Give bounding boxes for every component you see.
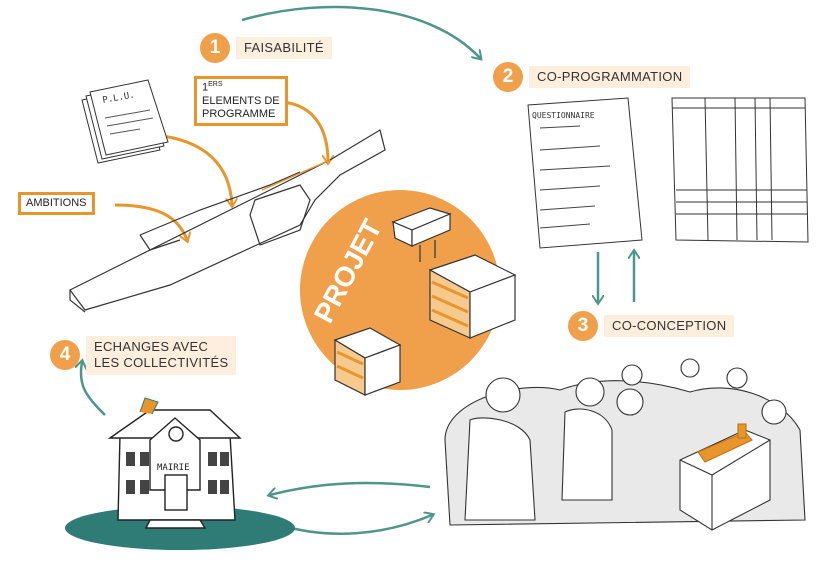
mairie-label: MAIRIE — [157, 463, 190, 473]
elements-ordinal: 1 — [202, 81, 209, 94]
mairie-windows — [126, 452, 229, 494]
meeting-scene — [444, 358, 806, 531]
volume-top — [391, 207, 452, 262]
elements-ordinal-suffix: ERS — [208, 81, 223, 88]
arrow-ambitions-to-massing — [114, 203, 187, 240]
step-label-faisabilite: FAISABILITÉ — [236, 36, 332, 60]
elements-line-2: ELEMENTS DE — [202, 94, 280, 107]
elements-line-1: 1ERS — [202, 81, 280, 95]
step-label-co-programmation: CO-PROGRAMMATION — [529, 65, 691, 89]
ambitions-box: AMBITIONS — [18, 192, 95, 216]
step-number-3: 3 — [568, 311, 598, 341]
step-2-co-programmation: 2 CO-PROGRAMMATION — [493, 62, 691, 92]
step-number-1: 1 — [200, 33, 230, 63]
arrow-collectivites-to-ambitions — [81, 362, 106, 416]
step-label-co-conception: CO-CONCEPTION — [604, 314, 735, 338]
step-1-faisabilite: 1 FAISABILITÉ — [200, 33, 332, 63]
step-number-2: 2 — [493, 62, 523, 92]
massing-sketch — [69, 129, 386, 313]
arrow-to-conception — [279, 515, 432, 535]
step-4-line-2: LES COLLECTIVITÉS — [94, 355, 229, 371]
step-label-echanges-collectivites: ECHANGES AVEC LES COLLECTIVITÉS — [86, 336, 237, 375]
mairie-flag — [139, 397, 159, 415]
programme-table-sheet — [671, 97, 809, 243]
questionnaire-label: QUESTIONNAIRE — [532, 111, 595, 120]
arrow-plu-to-massing — [154, 133, 232, 205]
elements-line-3: PROGRAMME — [202, 108, 276, 121]
step-4-line-1: ECHANGES AVEC — [94, 339, 209, 354]
volume-bottom — [333, 327, 402, 396]
questionnaire-sheet — [527, 97, 643, 249]
step-number-4: 4 — [50, 340, 80, 371]
arrow-elements-to-massing — [281, 100, 328, 162]
step-3-co-conception: 3 CO-CONCEPTION — [568, 311, 735, 341]
arrow-to-mairie — [270, 481, 431, 495]
plu-document-icon — [81, 79, 169, 164]
step-4-echanges-collectivites: 4 ECHANGES AVEC LES COLLECTIVITÉS — [50, 336, 237, 375]
ambitions-label: AMBITIONS — [26, 197, 87, 209]
elements-programme-box: 1ERS ELEMENTS DE PROGRAMME — [194, 76, 288, 127]
volume-middle — [428, 254, 517, 339]
arrow-faisabilite-to-coprog — [241, 5, 480, 58]
